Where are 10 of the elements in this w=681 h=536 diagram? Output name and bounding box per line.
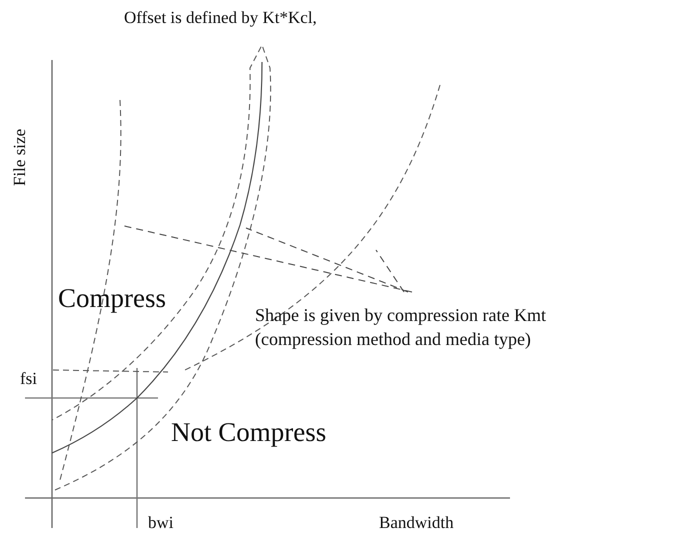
annotation-text: Shape is given by compression rate Kmt (compression method and media type) xyxy=(255,292,560,352)
axis-title: File size xyxy=(10,128,30,186)
chart-label: Bandwidth xyxy=(379,513,454,533)
chart-label: Compress xyxy=(58,283,166,314)
leader-line xyxy=(376,250,404,292)
chart-label: Offset is defined by Kt*Kcl, xyxy=(124,8,317,28)
chart-label: bwi xyxy=(148,513,174,533)
leader-line xyxy=(246,228,408,292)
chart-label: Not Compress xyxy=(171,417,326,448)
chart-label: fsi xyxy=(20,369,37,389)
